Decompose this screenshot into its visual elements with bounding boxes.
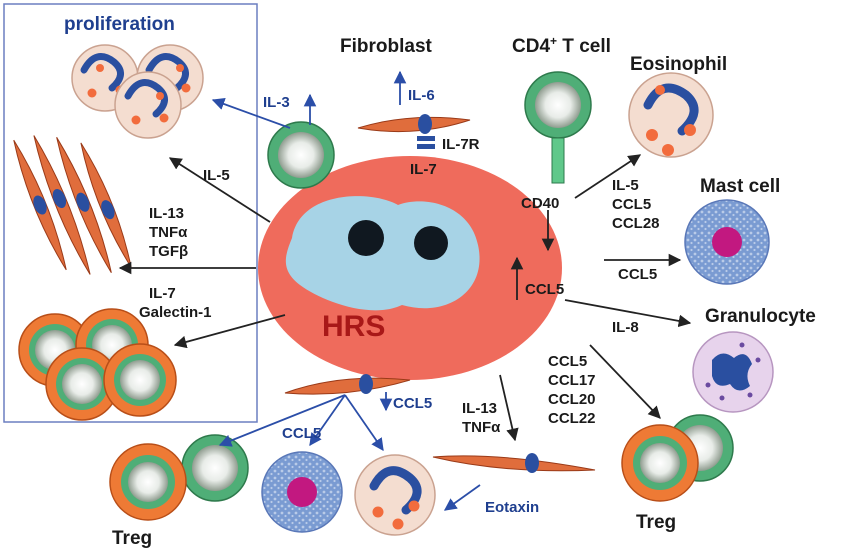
label-il7-top: IL-7 — [410, 161, 437, 178]
granulocyte-label: Granulocyte — [705, 306, 816, 327]
treg-left-label: Treg — [112, 528, 152, 549]
label-ccl5-fib: CCL5 — [393, 395, 432, 412]
il7r-receptor-bar-2 — [417, 144, 435, 149]
hrs-label: HRS — [322, 310, 385, 343]
hrs-nucleolus-2 — [414, 226, 448, 260]
arrows — [118, 70, 692, 511]
label-tnfa-bottom: TNFα — [462, 419, 501, 436]
proliferating-fibroblasts — [13, 135, 132, 275]
fibroblast-stack-3 — [56, 137, 112, 273]
arrow-fib-to-treg-left — [218, 394, 346, 447]
label-il3: IL-3 — [263, 94, 290, 111]
il7r-receptor-bar-1 — [417, 136, 435, 141]
treg-right-label: Treg — [636, 512, 676, 533]
cd4-t-cell: CD4+ T cell — [512, 34, 611, 184]
treg-left: Treg — [109, 434, 249, 549]
eosinophil-small-3 — [114, 71, 182, 139]
fibroblast-stack-2 — [33, 135, 91, 275]
label-cd40: CD40 — [521, 195, 559, 212]
fibroblast-top: Fibroblast — [340, 36, 471, 149]
mast-cell-bottom — [261, 451, 343, 533]
label-il13-left: IL-13 — [149, 205, 184, 222]
label-ccl20: CCL20 — [548, 391, 596, 408]
label-ccl28: CCL28 — [612, 215, 660, 232]
label-ccl5-bottom: CCL5 — [548, 353, 587, 370]
label-tgfb-left: TGFβ — [149, 243, 188, 260]
treg-right: Treg — [621, 414, 734, 533]
label-galectin: Galectin-1 — [139, 304, 212, 321]
fibroblast-bottom — [284, 374, 411, 395]
arrow-il7-left — [173, 314, 286, 349]
arrow-fib-to-mast-bottom — [309, 394, 346, 447]
fibroblast-label: Fibroblast — [340, 36, 433, 57]
arrow-il3-to-eosinophils — [211, 97, 291, 129]
cd4-label: CD4+ T cell — [512, 34, 611, 57]
label-il7-left: IL-7 — [149, 285, 176, 302]
proliferating-tregs — [18, 308, 177, 421]
label-tnfa-left: TNFα — [149, 224, 188, 241]
label-ccl5-mast: CCL5 — [618, 266, 657, 283]
label-ccl5-mast-bottom: CCL5 — [282, 425, 321, 442]
hrs-nucleolus-1 — [348, 220, 384, 256]
label-ccl17: CCL17 — [548, 372, 596, 389]
cd40-ligand-stalk — [551, 137, 565, 184]
fibroblast-eotaxin — [432, 453, 596, 473]
treg-cluster-3 — [45, 347, 119, 421]
arrow-to-treg-right — [589, 344, 661, 419]
proliferation-title: proliferation — [64, 14, 175, 35]
hrs-cell: HRS — [258, 156, 562, 380]
fibroblast-stack-1 — [13, 139, 67, 271]
il3-t-cell — [267, 121, 335, 189]
arrow-fib-to-eosinophil-bottom — [344, 394, 384, 452]
treg-cluster-4 — [103, 343, 177, 417]
arrow-eotaxin — [443, 484, 481, 511]
arrow-to-eosinophil — [574, 154, 642, 199]
arrow-to-fibroblast-eotaxin — [499, 374, 519, 442]
labels: IL-3 IL-6 IL-7R IL-7 IL-5 IL-13 TNFα TGF… — [139, 87, 660, 516]
label-il8: IL-8 — [612, 319, 639, 336]
label-il6: IL-6 — [408, 87, 435, 104]
label-il5-right: IL-5 — [612, 177, 639, 194]
arrow-il5-left — [168, 157, 271, 223]
label-ccl22: CCL22 — [548, 410, 596, 427]
eosinophil-bottom — [354, 454, 436, 536]
label-il5-left: IL-5 — [203, 167, 230, 184]
arrow-to-granulocyte — [564, 299, 692, 328]
label-il13-bottom: IL-13 — [462, 400, 497, 417]
mast-cell: Mast cell — [684, 176, 780, 285]
hrs-nucleus — [285, 196, 480, 311]
eosinophil-label: Eosinophil — [630, 54, 727, 75]
proliferating-eosinophils — [71, 44, 204, 139]
granulocyte: Granulocyte — [692, 306, 816, 413]
label-ccl5-inside: CCL5 — [525, 281, 564, 298]
mast-cell-label: Mast cell — [700, 176, 780, 197]
label-ccl5-right: CCL5 — [612, 196, 651, 213]
label-eotaxin: Eotaxin — [485, 499, 539, 516]
eosinophil: Eosinophil — [628, 54, 727, 158]
label-il7r: IL-7R — [442, 136, 480, 153]
